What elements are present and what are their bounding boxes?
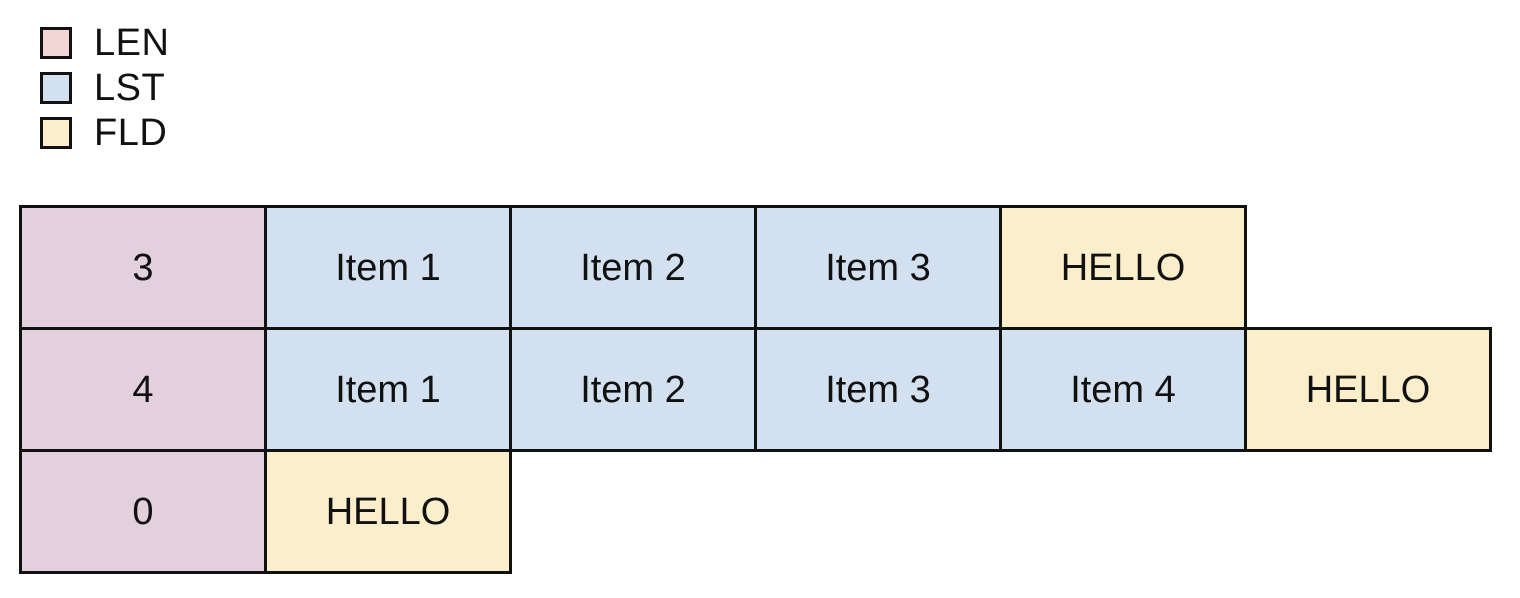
legend-label: LEN <box>94 21 170 64</box>
legend-label: FLD <box>94 111 168 154</box>
grid-cell-len: 0 <box>19 449 267 574</box>
legend-swatch-lst-icon <box>40 71 72 104</box>
legend-label: LST <box>94 66 166 109</box>
grid-cell-fld: HELLO <box>1244 327 1492 452</box>
grid-cell-lst: Item 1 <box>264 327 512 452</box>
grid-cell-lst: Item 1 <box>264 205 512 330</box>
legend-swatch-fld-icon <box>40 116 72 149</box>
grid-cell-len: 3 <box>19 205 267 330</box>
grid-cell-lst: Item 3 <box>754 327 1002 452</box>
grid-cell-fld: HELLO <box>264 449 512 574</box>
grid-cell-lst: Item 2 <box>509 327 757 452</box>
legend-item-fld: FLD <box>40 110 169 155</box>
grid-cell-lst: Item 2 <box>509 205 757 330</box>
grid-cell-lst: Item 3 <box>754 205 1002 330</box>
legend-swatch-len-icon <box>40 26 72 59</box>
legend-item-len: LEN <box>40 20 169 65</box>
grid-cell-len: 4 <box>19 327 267 452</box>
grid-cell-fld: HELLO <box>999 205 1247 330</box>
legend-item-lst: LST <box>40 65 169 110</box>
grid-cell-lst: Item 4 <box>999 327 1247 452</box>
